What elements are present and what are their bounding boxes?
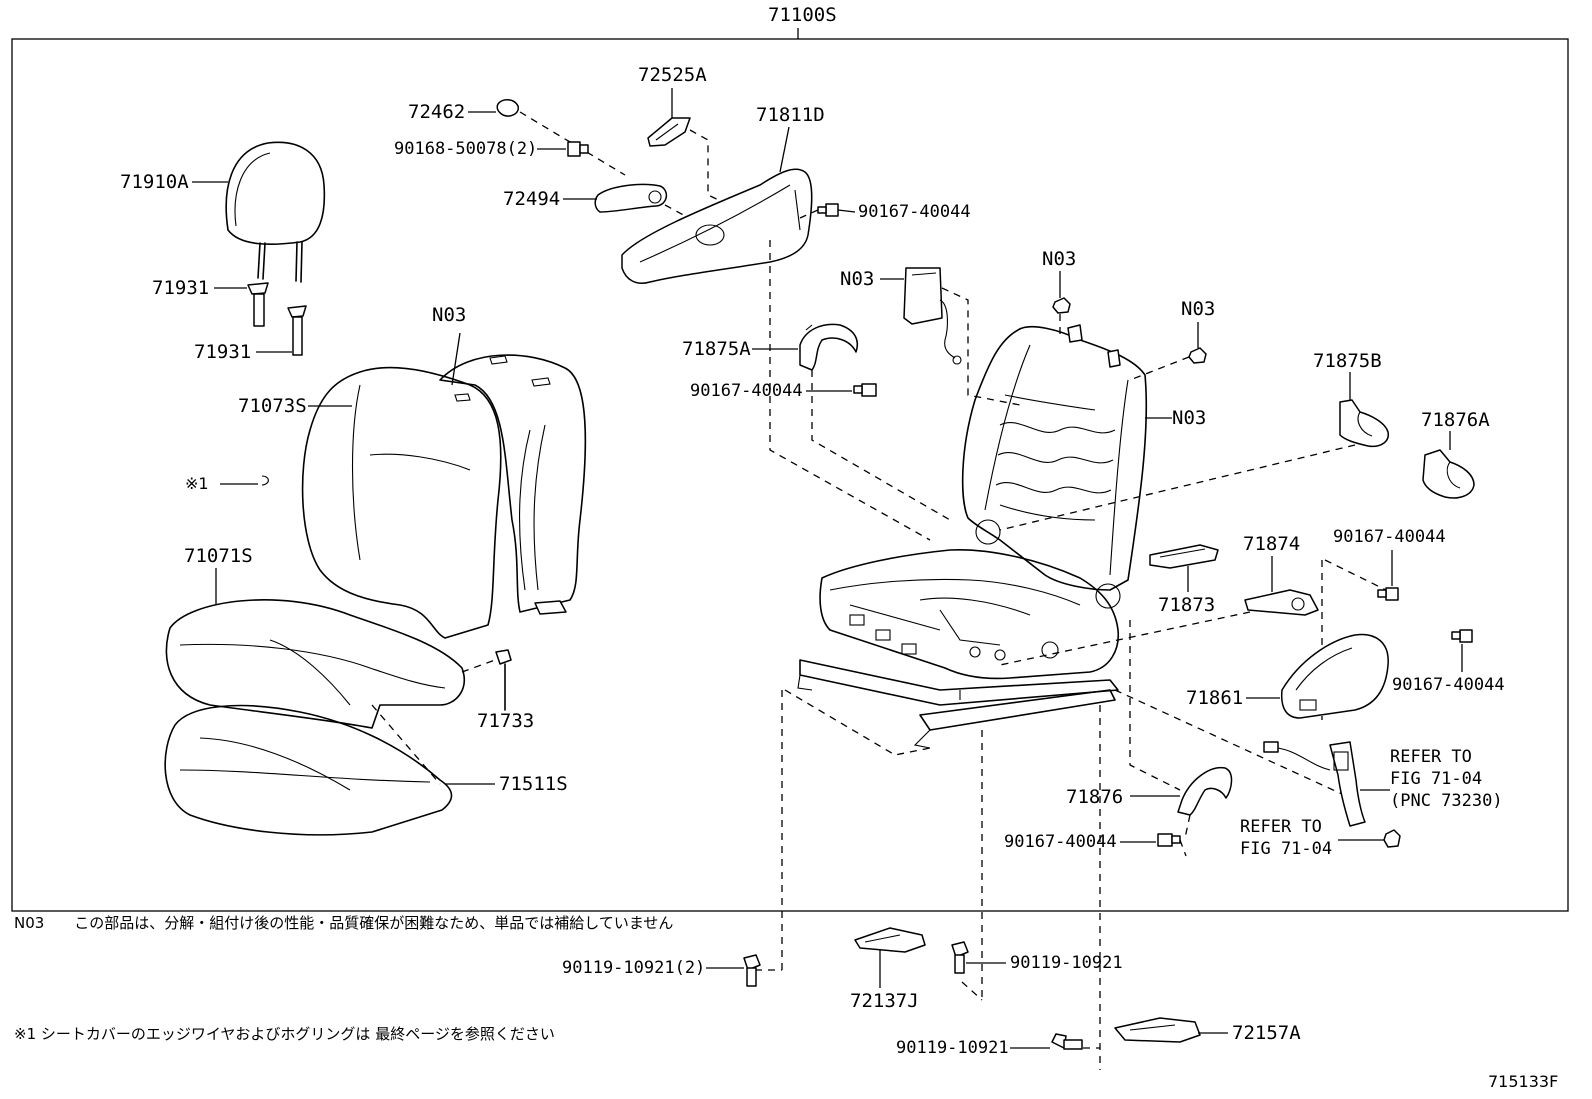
- part-label-lever-72494[interactable]: 72494: [503, 188, 561, 210]
- part-label-headrest-support-1[interactable]: 71931: [152, 277, 210, 299]
- figure-code: 715133F: [1488, 1072, 1559, 1091]
- cover-71875b-drawing: [1339, 399, 1389, 448]
- part-label-back-cover[interactable]: 71073S: [238, 395, 307, 417]
- bolt-90119-c-drawing: [1051, 1033, 1083, 1050]
- part-label-n03-right[interactable]: N03: [1181, 298, 1216, 320]
- part-label-n03-module[interactable]: N03: [840, 268, 875, 290]
- part-label-headrest[interactable]: 71910A: [120, 171, 189, 193]
- part-label-bolt-90119-b[interactable]: 90119-10921: [1010, 953, 1123, 973]
- assembly-number: 71100S: [768, 4, 837, 26]
- n03-right-nut-drawing: [1188, 347, 1207, 364]
- n03-module-drawing: [903, 267, 962, 365]
- part-label-bolt-90168[interactable]: 90168-50078(2): [394, 139, 538, 159]
- cover-71875a-drawing: [799, 323, 859, 371]
- part-label-shield-71861[interactable]: 71861: [1186, 687, 1244, 709]
- part-label-cover-71876a[interactable]: 71876A: [1421, 409, 1490, 431]
- cover-71876a-drawing: [1422, 449, 1475, 499]
- cover-72157a-drawing: [1114, 1017, 1201, 1043]
- seat-cushion-drawing: [164, 599, 465, 836]
- bolt-90168-drawing: [567, 141, 589, 157]
- part-label-cover-71875b[interactable]: 71875B: [1313, 350, 1382, 372]
- knob-72525a-drawing: [647, 117, 691, 147]
- reference-belt-bolt[interactable]: REFER TO FIG 71-04: [1240, 817, 1333, 859]
- part-label-headrest-support-2[interactable]: 71931: [194, 341, 252, 363]
- seatback-cover-drawing: [301, 354, 587, 639]
- part-label-screw-right-1[interactable]: 90167-40044: [1333, 527, 1446, 547]
- reference-belt[interactable]: REFER TO FIG 71-04 (PNC 73230): [1390, 747, 1503, 811]
- cap-72462-drawing: [496, 99, 519, 117]
- part-label-cover-71874[interactable]: 71874: [1243, 533, 1301, 555]
- part-label-edge-wire[interactable]: ※1: [185, 474, 209, 493]
- screw-top-drawing: [817, 203, 839, 217]
- part-label-cushion-pad[interactable]: 71511S: [499, 773, 568, 795]
- assembly-frame: [11, 38, 1569, 912]
- screw-right-2-drawing: [1451, 629, 1473, 643]
- part-label-n03-frame[interactable]: N03: [1172, 407, 1207, 429]
- part-label-cap-72462[interactable]: 72462: [408, 101, 466, 123]
- seat-belt-buckle-drawing: [1263, 741, 1366, 827]
- part-label-cushion-cover[interactable]: 71071S: [184, 545, 253, 567]
- screw-bottom-drawing: [1157, 833, 1181, 847]
- screw-right-1-drawing: [1377, 587, 1399, 601]
- part-label-knob-72525a[interactable]: 72525A: [638, 64, 707, 86]
- part-label-shield-71811d[interactable]: 71811D: [756, 104, 825, 126]
- part-label-clip-71733[interactable]: 71733: [477, 710, 535, 732]
- part-label-screw-bottom[interactable]: 90167-40044: [1004, 832, 1117, 852]
- part-label-cover-72157a[interactable]: 72157A: [1232, 1022, 1301, 1044]
- part-label-bolt-90119-c[interactable]: 90119-10921: [896, 1038, 1009, 1058]
- n03-top-nut-drawing: [1052, 297, 1071, 314]
- part-label-screw-right-2[interactable]: 90167-40044: [1392, 675, 1505, 695]
- part-label-cover-71876[interactable]: 71876: [1066, 786, 1124, 808]
- part-label-cover-71875a[interactable]: 71875A: [682, 338, 751, 360]
- screw-71875a-drawing: [853, 383, 877, 397]
- cover-71876-drawing: [1177, 766, 1233, 816]
- belt-bolt-drawing: [1383, 829, 1401, 848]
- seat-frame-drawing: [797, 324, 1148, 749]
- note-n03: N03 この部品は、分解・組付け後の性能・品質確保が困難なため、単品では補給して…: [14, 914, 674, 932]
- cover-71874-drawing: [1244, 589, 1319, 616]
- bolt-90119-a-drawing: [743, 954, 761, 987]
- cover-72137j-drawing: [854, 927, 926, 953]
- part-label-screw-top[interactable]: 90167-40044: [858, 202, 971, 222]
- part-label-n03-top[interactable]: N03: [1042, 248, 1077, 270]
- cover-71873-drawing: [1149, 544, 1219, 569]
- clip-71733-drawing: [495, 649, 512, 711]
- part-label-cover-71873[interactable]: 71873: [1158, 594, 1216, 616]
- part-label-screw-71875a[interactable]: 90167-40044: [690, 381, 803, 401]
- shield-71861-drawing: [1280, 633, 1389, 719]
- shield-71811d-drawing: [621, 168, 813, 284]
- note-edge-wire: ※1 シートカバーのエッジワイヤおよびホグリングは 最終ページを参照ください: [14, 1025, 555, 1043]
- lever-72494-drawing: [594, 183, 668, 213]
- part-label-back-pad[interactable]: N03: [432, 304, 467, 326]
- headrest-supports-drawing: [247, 282, 307, 356]
- part-label-bolt-90119-a[interactable]: 90119-10921(2): [562, 958, 706, 978]
- headrest-drawing: [225, 141, 326, 283]
- bolt-90119-b-drawing: [951, 941, 969, 974]
- part-label-cover-72137j[interactable]: 72137J: [850, 990, 919, 1012]
